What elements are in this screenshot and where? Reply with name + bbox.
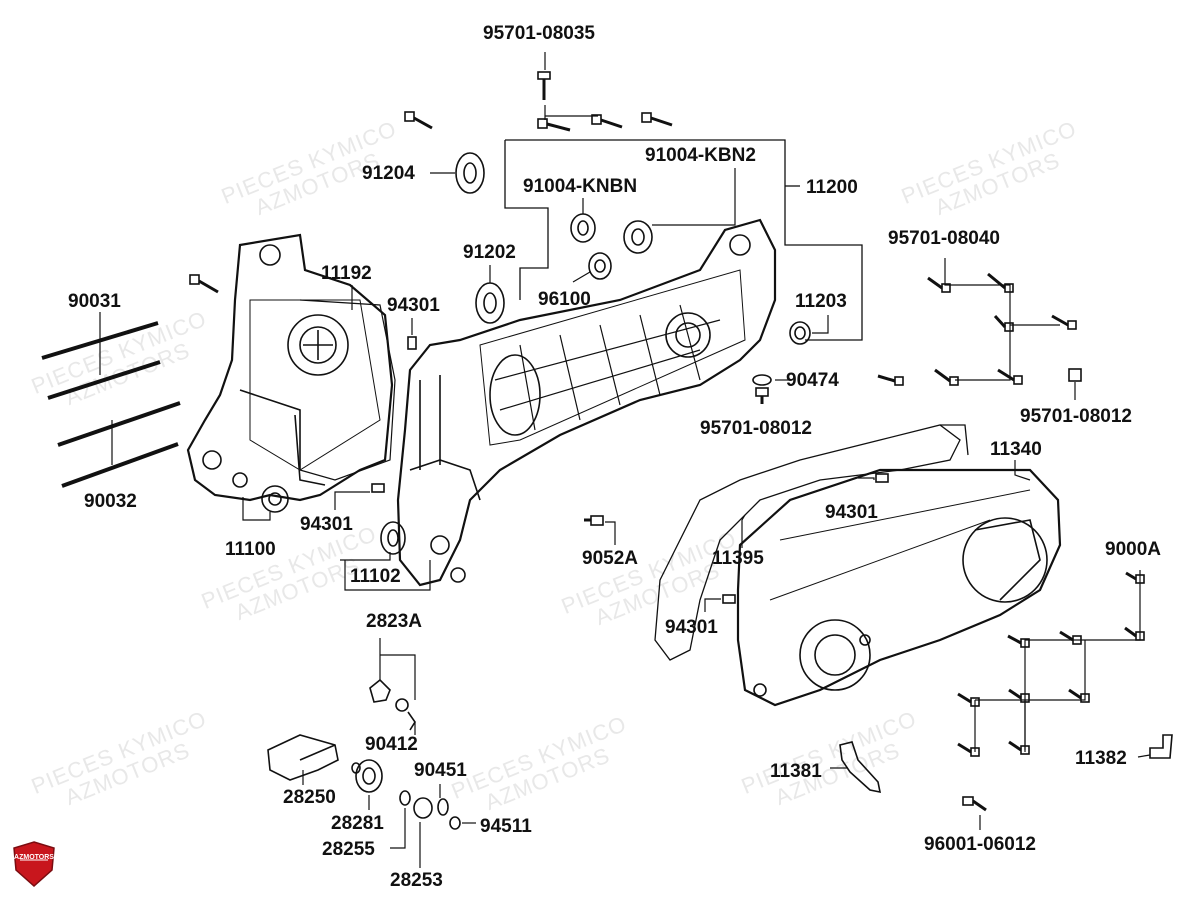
dowel-pin-icon — [722, 594, 736, 604]
bolt-icon — [537, 71, 551, 100]
dowel-pin-icon — [407, 336, 417, 350]
part-label[interactable]: 11340 — [990, 439, 1042, 460]
bushing-icon — [380, 521, 406, 555]
bushing-icon — [789, 321, 811, 345]
part-label[interactable]: 95701-08012 — [700, 418, 812, 439]
clip-icon — [449, 816, 461, 830]
bearing-icon — [570, 213, 596, 243]
dowel-pin-icon — [875, 473, 889, 483]
clip-icon — [351, 762, 361, 774]
crankcase-left-half — [186, 233, 394, 502]
part-label[interactable]: 95701-08035 — [483, 23, 595, 44]
part-label[interactable]: 11102 — [350, 566, 401, 587]
part-label[interactable]: 11200 — [806, 177, 858, 198]
part-label[interactable]: 90032 — [84, 491, 137, 512]
bolt-icon — [993, 314, 1014, 332]
washer-icon — [752, 374, 772, 386]
part-label[interactable]: 95701-08012 — [1020, 406, 1132, 427]
part-label[interactable]: 94511 — [480, 816, 532, 837]
washer-icon — [399, 790, 411, 806]
gasket-11192 — [299, 299, 396, 481]
bearing-icon — [455, 152, 485, 194]
bolt-icon — [1007, 634, 1030, 648]
part-label[interactable]: 9052A — [582, 548, 638, 569]
bolt-icon — [537, 118, 571, 132]
bolt-icon — [189, 274, 219, 294]
part-label[interactable]: 28281 — [331, 813, 384, 834]
bolt-icon — [584, 515, 604, 526]
washer-icon — [437, 798, 449, 816]
part-label[interactable]: 9000A — [1105, 539, 1161, 560]
bolt-icon — [755, 387, 769, 404]
part-label[interactable]: 90031 — [68, 291, 121, 312]
part-label[interactable]: 94301 — [825, 502, 878, 523]
spring-icon — [369, 678, 416, 731]
bolt-icon — [404, 111, 433, 130]
bolt-icon — [957, 742, 980, 757]
kickstart-shaft-icon — [267, 734, 339, 781]
bolt-icon — [1124, 626, 1145, 641]
part-label[interactable]: 90474 — [786, 370, 839, 391]
bearing-icon — [623, 220, 653, 254]
seal-icon — [355, 759, 383, 793]
bolt-icon — [591, 114, 623, 129]
bolt-icon — [641, 112, 673, 127]
bolt-icon — [1059, 630, 1082, 645]
part-label[interactable]: 96001-06012 — [924, 834, 1036, 855]
part-label[interactable]: 91204 — [362, 163, 415, 184]
part-label[interactable]: 28255 — [322, 839, 375, 860]
part-label[interactable]: 91004-KBN2 — [645, 145, 756, 166]
stud-bolt-icon — [41, 321, 181, 488]
bushing-icon — [261, 485, 289, 513]
bolt-icon — [1068, 688, 1090, 703]
bushing-icon — [413, 797, 433, 819]
part-label[interactable]: 2823A — [366, 611, 422, 632]
part-label[interactable]: 91202 — [463, 242, 516, 263]
part-label[interactable]: 90451 — [414, 760, 467, 781]
part-label[interactable]: 11203 — [795, 291, 847, 312]
part-label[interactable]: 11382 — [1075, 748, 1127, 769]
bolt-icon — [927, 276, 951, 293]
crankcase-cover-11340 — [736, 468, 1062, 707]
part-label[interactable]: 11192 — [321, 263, 372, 284]
part-label[interactable]: 91004-KNBN — [523, 176, 638, 197]
part-label[interactable]: 94301 — [300, 514, 353, 535]
bolt-icon — [997, 368, 1023, 385]
bolt-icon — [877, 374, 904, 386]
bolt-icon — [1125, 571, 1145, 584]
part-label[interactable]: 11381 — [770, 761, 822, 782]
bearing-icon — [475, 282, 505, 324]
bracket-icon — [839, 741, 882, 794]
bolt-icon — [1051, 314, 1077, 330]
bearing-icon — [588, 252, 612, 280]
part-label[interactable]: 11100 — [225, 539, 276, 560]
part-label[interactable]: 28253 — [390, 870, 443, 891]
gasket-11395 — [654, 424, 961, 661]
bolt-icon — [987, 272, 1014, 293]
plug-icon — [1068, 368, 1082, 382]
bolt-icon — [957, 692, 980, 707]
bolt-icon — [962, 796, 987, 812]
part-label[interactable]: 90412 — [365, 734, 418, 755]
azmotors-logo: AZMOTORS — [10, 840, 58, 888]
bolt-icon — [1008, 688, 1030, 703]
bracket-icon — [1149, 734, 1173, 759]
part-label[interactable]: 94301 — [387, 295, 440, 316]
dowel-pin-icon — [371, 483, 385, 493]
bolt-icon — [934, 368, 959, 386]
part-label[interactable]: 11395 — [712, 548, 764, 569]
bolt-icon — [1008, 740, 1030, 755]
part-label[interactable]: 94301 — [665, 617, 718, 638]
crankcase-right-half — [396, 218, 777, 587]
part-label[interactable]: 95701-08040 — [888, 228, 1000, 249]
part-label[interactable]: 96100 — [538, 289, 591, 310]
logo-text: AZMOTORS — [14, 854, 54, 861]
part-label[interactable]: 28250 — [283, 787, 336, 808]
